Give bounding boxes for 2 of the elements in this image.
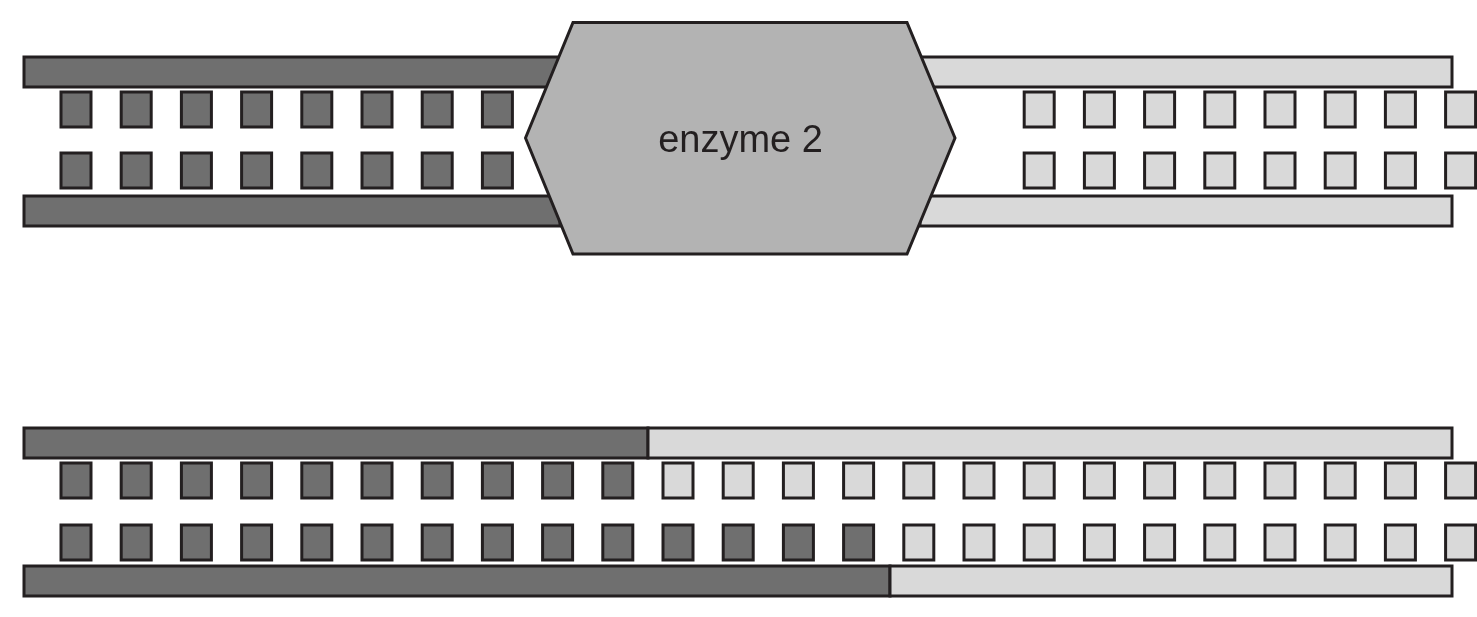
enzyme-hexagon bbox=[524, 21, 957, 256]
enzyme-label: enzyme 2 bbox=[657, 117, 824, 160]
